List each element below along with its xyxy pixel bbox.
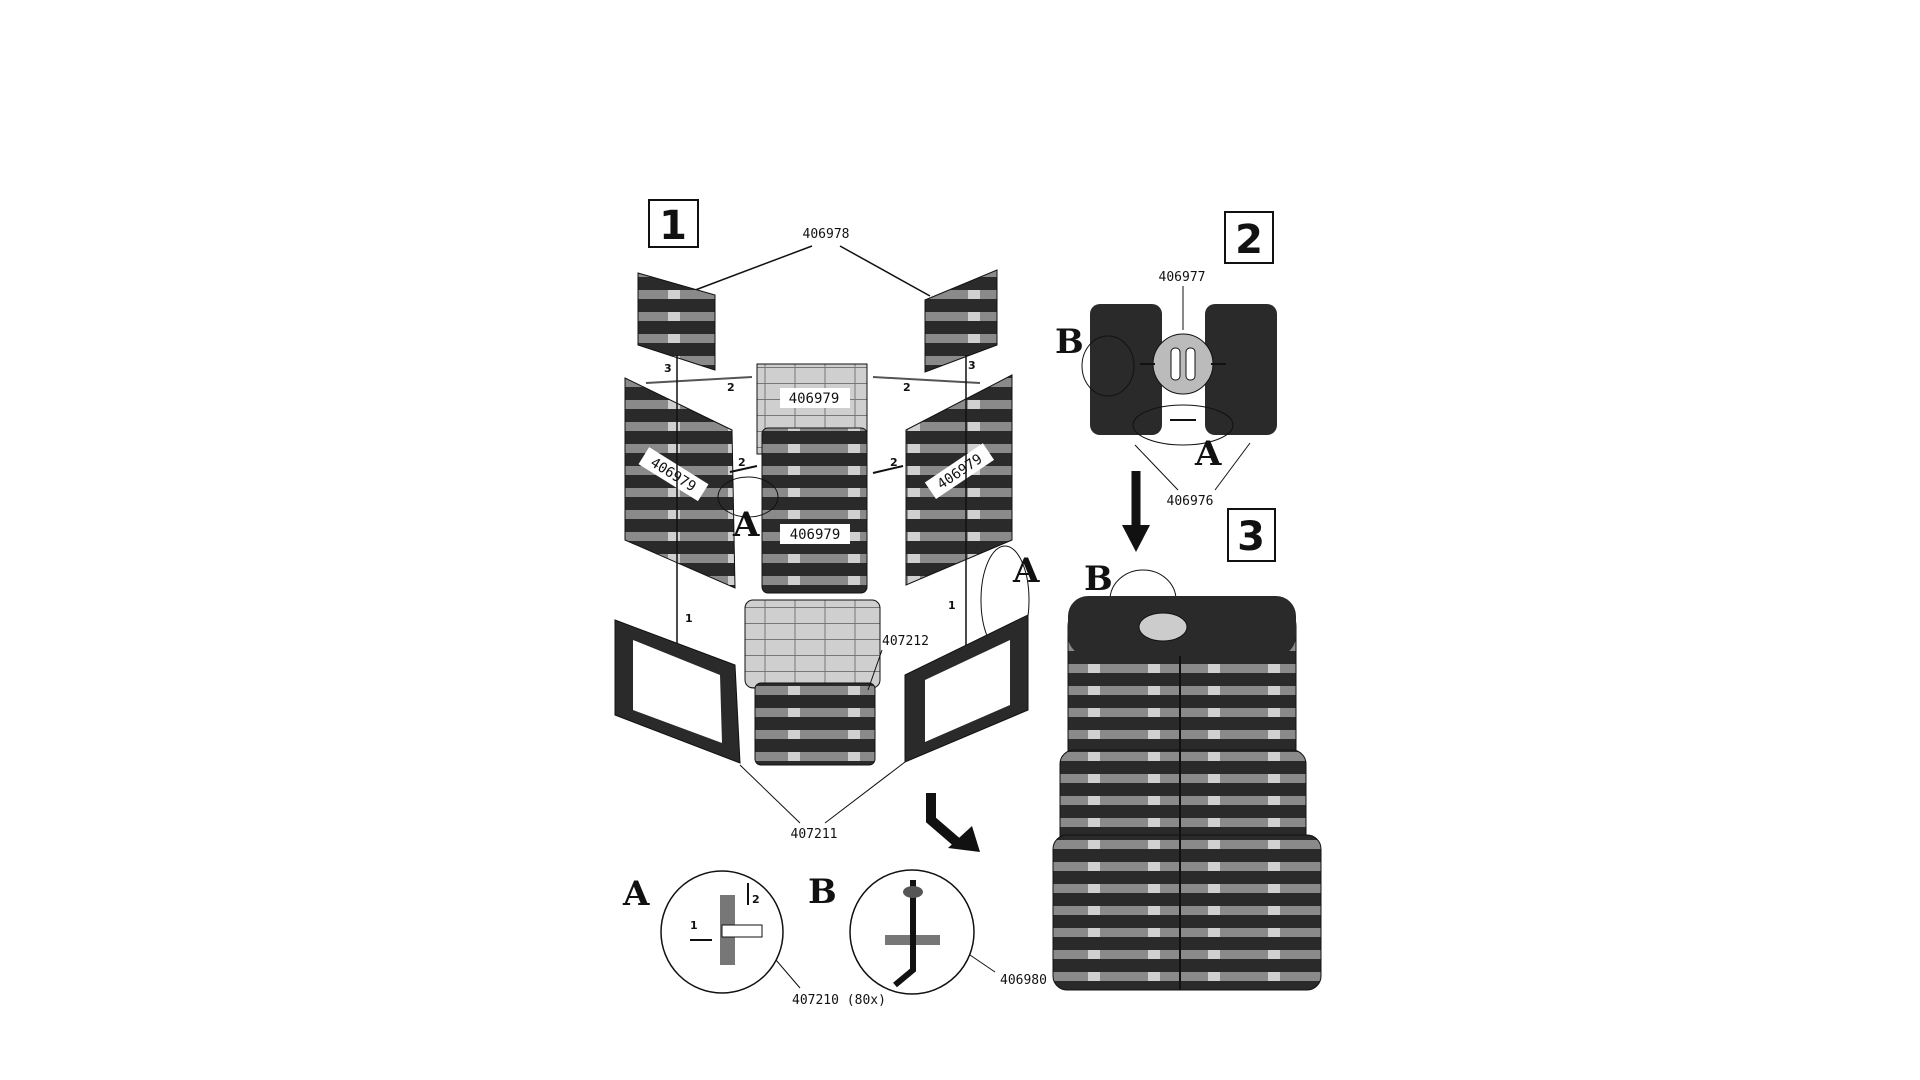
step-2-box xyxy=(1224,211,1274,264)
arrow-number-1-right: 1 xyxy=(948,599,956,612)
detail-a-marker-2: A xyxy=(1012,551,1040,591)
center-panel xyxy=(761,427,868,594)
detail-a: A 1 2 407210 (80x) xyxy=(622,870,886,1008)
label-406976: 406976 xyxy=(1167,494,1214,509)
label-407210: 407210 (80x) xyxy=(792,993,886,1008)
lid-hatch xyxy=(1152,333,1214,395)
detail-a-letter: A xyxy=(622,874,650,914)
step-1-box xyxy=(648,199,699,248)
step-3-marker-b: B xyxy=(1084,559,1113,599)
arrow-number-1-left: 1 xyxy=(685,612,693,625)
arrow-number-2-mid-right: 2 xyxy=(890,456,898,469)
detail-a-step-2: 2 xyxy=(752,893,760,906)
step-2: 2 406977 B A 406976 xyxy=(1055,211,1277,509)
step-1: 1 406978 406979 406979 406979 406979 2 2… xyxy=(614,199,1040,842)
base-frame xyxy=(744,599,881,689)
arrow-number-2-mid-left: 2 xyxy=(738,456,746,469)
arrow-number-2-left: 2 xyxy=(727,381,735,394)
arrow-number-2-right: 2 xyxy=(903,381,911,394)
detail-a-step-1: 1 xyxy=(690,919,698,932)
label-406979-front: 406979 xyxy=(790,527,841,543)
corner-panel-right xyxy=(924,269,998,373)
label-406978: 406978 xyxy=(803,227,850,242)
step-2-number: 2 xyxy=(1235,217,1263,263)
detail-a-marker-1: A xyxy=(732,505,760,545)
step-3-box xyxy=(1227,508,1276,562)
step-3-number: 3 xyxy=(1237,514,1265,560)
step-1-number: 1 xyxy=(659,203,687,249)
arrow-number-3-left: 3 xyxy=(664,362,672,375)
lid-half-left xyxy=(1090,304,1162,435)
step-2-marker-a: A xyxy=(1194,434,1222,474)
label-406979-back: 406979 xyxy=(789,391,840,407)
label-406980: 406980 xyxy=(1000,973,1047,988)
label-407211: 407211 xyxy=(791,827,838,842)
lid-half-right xyxy=(1205,304,1277,435)
next-step-arrow-icon xyxy=(926,793,964,849)
tower-bottom-tier xyxy=(1052,834,1322,991)
front-door-panel xyxy=(754,682,876,766)
corner-panel-left xyxy=(637,272,716,371)
label-407212: 407212 xyxy=(882,634,929,649)
step-2-marker-b: B xyxy=(1055,322,1084,362)
label-406977: 406977 xyxy=(1159,270,1206,285)
detail-b-letter: B xyxy=(808,872,837,912)
step-3: 3 B xyxy=(1052,508,1322,991)
detail-b: B 406980 xyxy=(808,869,1047,995)
arrow-number-3-right: 3 xyxy=(968,359,976,372)
